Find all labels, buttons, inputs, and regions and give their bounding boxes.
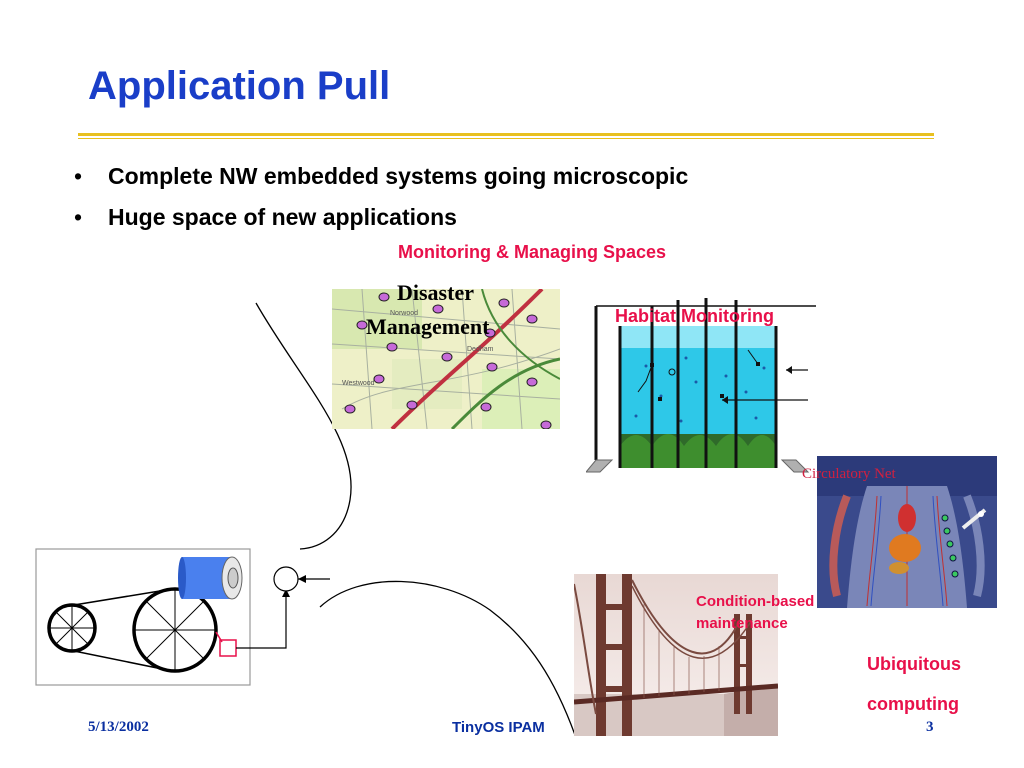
summing-junction	[273, 566, 299, 592]
bullet-text: Complete NW embedded systems going micro…	[108, 163, 689, 189]
sensor-nodes	[344, 292, 552, 429]
bullet-list: • Complete NW embedded systems going micr…	[72, 156, 688, 238]
condition-label-line1: Condition-based	[696, 593, 815, 610]
footer-center: TinyOS IPAM	[452, 719, 545, 736]
title-underline-thin	[78, 138, 934, 139]
disaster-map-image: Norwood Dedham Westwood	[332, 289, 560, 429]
disaster-label-line1: Disaster	[397, 280, 474, 305]
ubiquitous-label-line2: computing	[867, 694, 959, 714]
sensor-box	[219, 639, 237, 657]
large-pulley	[132, 587, 218, 673]
small-pulley	[47, 603, 97, 653]
bullet-item: • Complete NW embedded systems going micr…	[72, 156, 688, 197]
map-label-dedham: Dedham	[467, 346, 494, 353]
habitat-monitoring-image	[586, 298, 816, 473]
bullet-dot-icon: •	[74, 204, 83, 230]
bullet-item: • Huge space of new applications	[72, 197, 688, 238]
belt-bottom	[73, 650, 173, 672]
ubiquitous-label-line1: Ubiquitous	[867, 654, 961, 674]
condition-label: Condition-based maintenance	[696, 591, 814, 635]
monitoring-label: Monitoring & Managing Spaces	[398, 242, 667, 262]
bullet-dot-icon: •	[74, 163, 83, 189]
title-underline	[78, 133, 934, 136]
circulatory-label: Circulatory Net	[802, 466, 896, 482]
belt-drive-diagram	[35, 548, 330, 686]
curve-lower	[319, 580, 576, 736]
slide-title: Application Pull	[88, 64, 391, 108]
map-label-norwood: Norwood	[390, 310, 418, 317]
motor-cylinder	[178, 556, 243, 600]
habitat-label: Habitat Monitoring	[615, 306, 774, 326]
bullet-text: Huge space of new applications	[108, 204, 457, 230]
belt-top	[73, 588, 173, 606]
condition-label-line2: maintenance	[696, 615, 788, 632]
disaster-label-line2: Management	[366, 314, 490, 339]
bridge-image	[574, 574, 778, 736]
circulatory-net-image	[817, 456, 997, 608]
curve-upper	[255, 302, 352, 550]
footer-date: 5/13/2002	[88, 719, 149, 735]
map-label-westwood: Westwood	[342, 380, 375, 387]
footer-page-number: 3	[926, 719, 934, 735]
